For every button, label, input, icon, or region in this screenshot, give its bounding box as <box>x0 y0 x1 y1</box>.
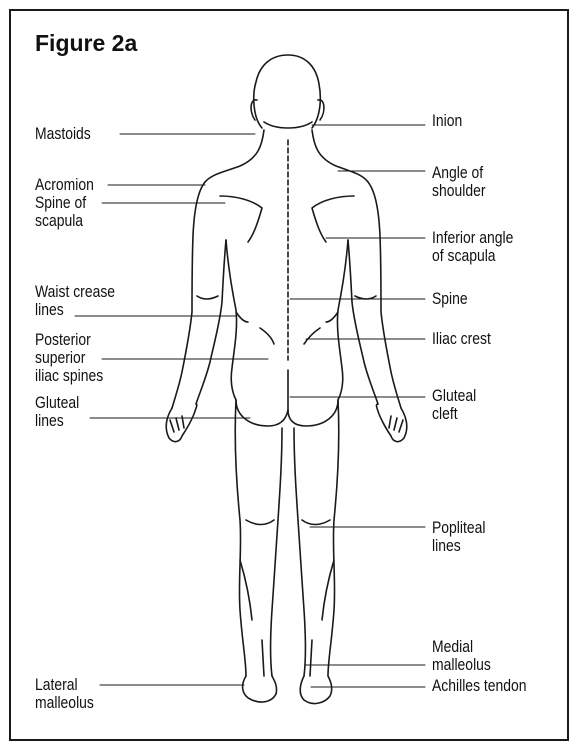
neck-right <box>312 130 368 182</box>
buttocks-right <box>288 400 338 426</box>
scapula-left <box>220 196 262 242</box>
right-leg-outer <box>328 400 339 676</box>
popliteal-right <box>302 520 330 525</box>
left-arm-outer <box>172 182 205 408</box>
popliteal-left <box>246 520 274 525</box>
torso-right <box>337 240 348 400</box>
right-arm-inner <box>348 240 378 404</box>
achilles-right <box>310 640 312 676</box>
right-foot <box>300 676 331 703</box>
buttocks-left <box>236 400 288 426</box>
head-outline <box>254 55 321 128</box>
left-leg-inner <box>271 428 283 676</box>
iliac-crest-right <box>304 328 320 344</box>
hairline-back <box>264 122 312 128</box>
left-arm-inner <box>196 240 226 404</box>
leader-lines-right <box>290 125 425 687</box>
scapula-right <box>312 196 354 242</box>
right-fingers <box>389 416 403 432</box>
waist-crease-right <box>326 312 338 322</box>
waist-crease-left <box>236 312 248 322</box>
calf-right <box>322 560 334 620</box>
calf-left <box>240 560 252 620</box>
right-arm-outer <box>368 182 401 408</box>
left-foot <box>243 676 277 702</box>
iliac-crest-left <box>260 328 274 344</box>
neck-left <box>205 130 264 182</box>
torso-left <box>226 240 237 400</box>
left-elbow <box>197 296 218 299</box>
right-leg-inner <box>294 428 306 676</box>
left-leg-outer <box>235 400 246 676</box>
achilles-left <box>262 640 264 676</box>
